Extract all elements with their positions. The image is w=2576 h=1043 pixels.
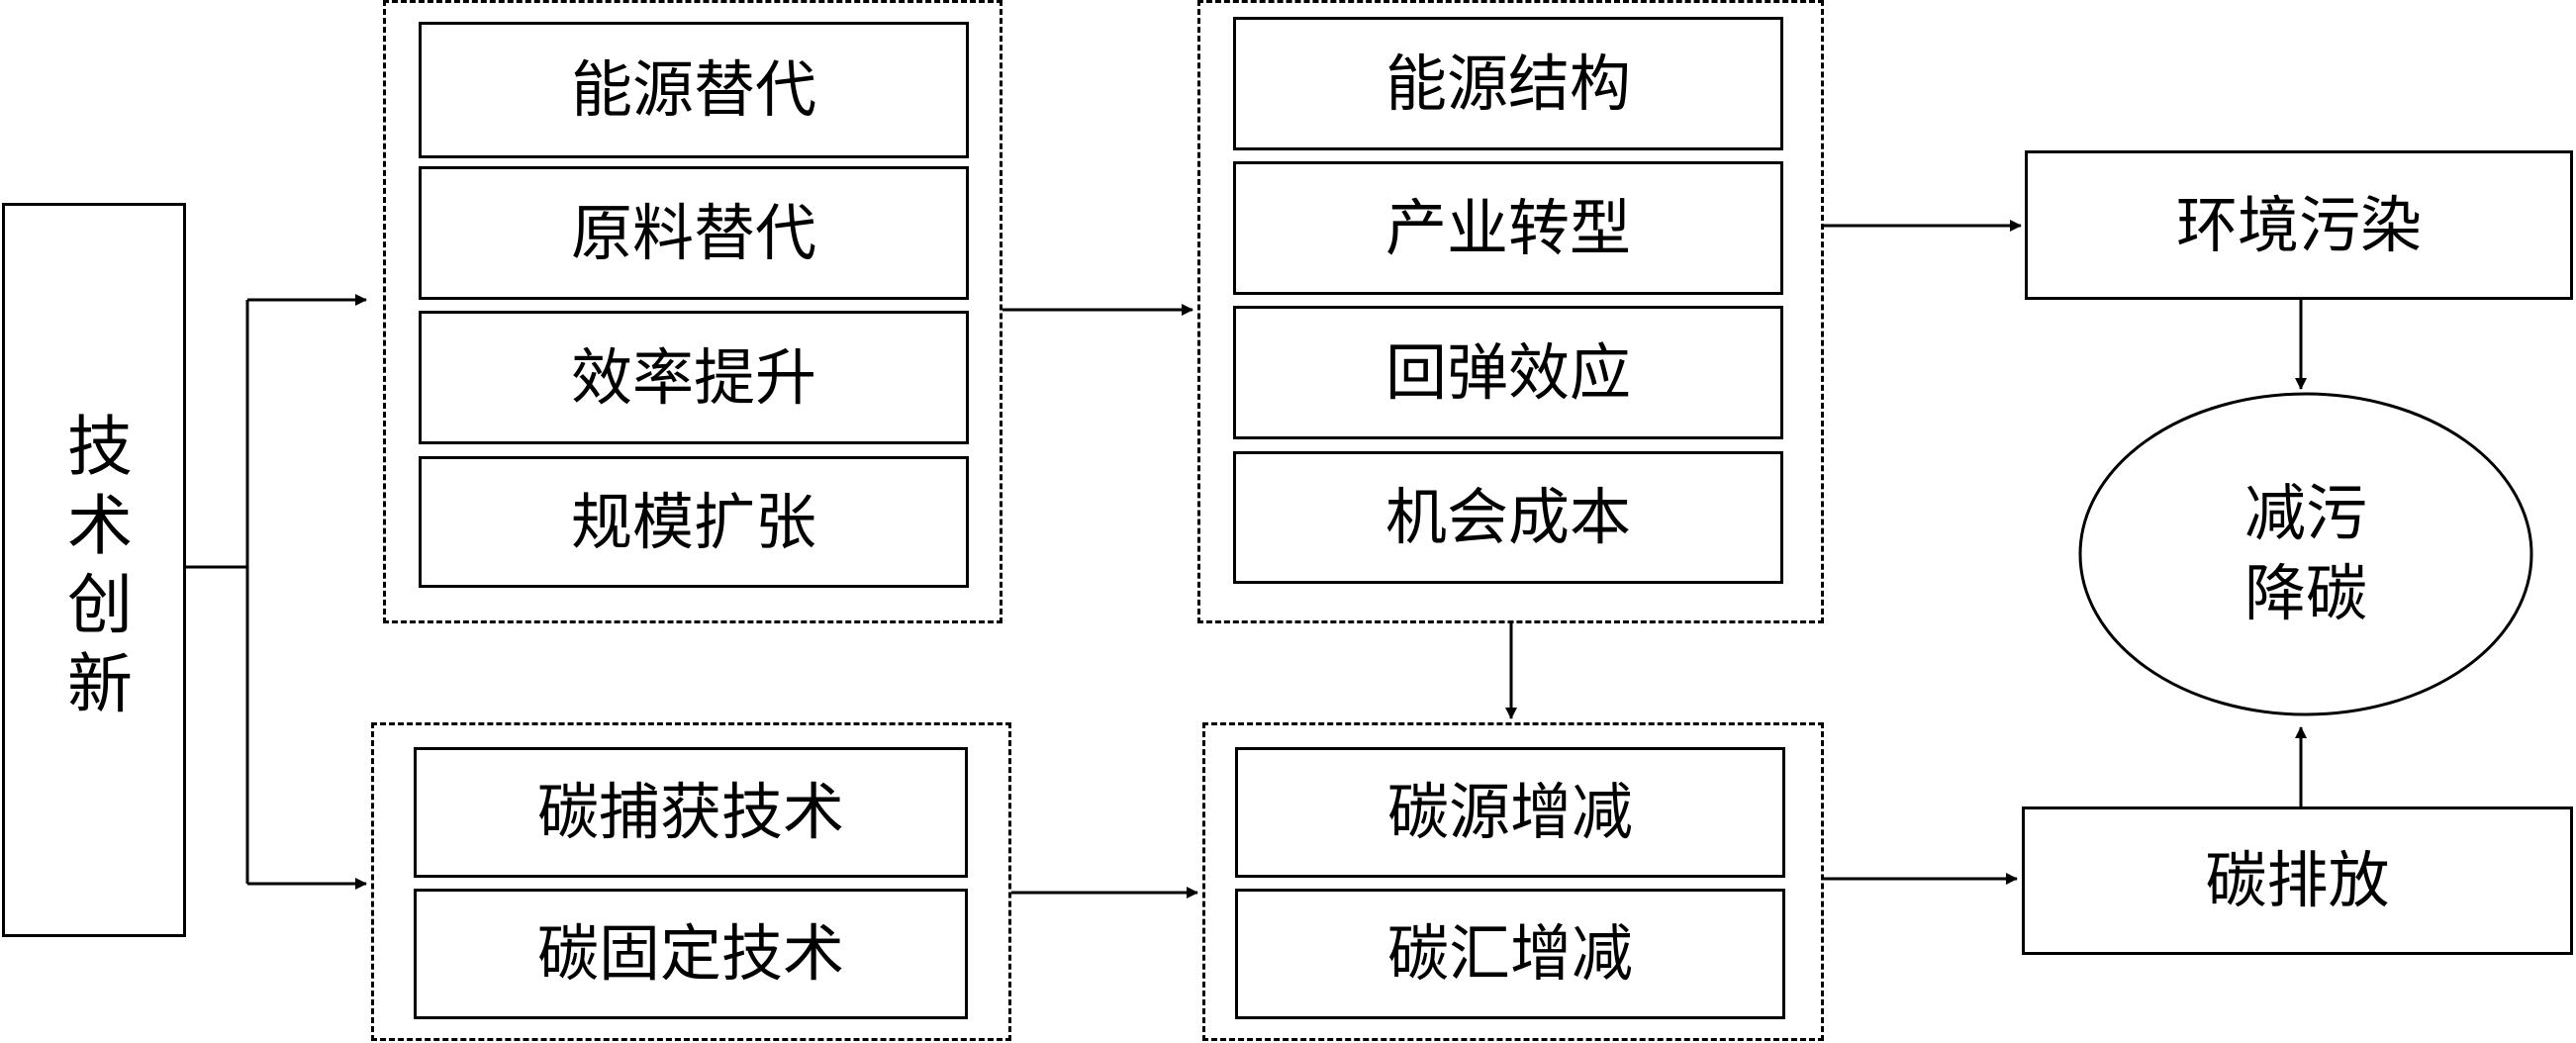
source-box: 技术创新 <box>2 203 186 937</box>
mechanism-item: 原料替代 <box>419 166 969 300</box>
carbon-change-group <box>1202 722 1824 1041</box>
pollution-label: 环境污染 <box>2175 188 2422 261</box>
mechanism-label: 能源替代 <box>570 53 816 126</box>
source-branch-connector <box>186 300 249 884</box>
mechanism-item: 规模扩张 <box>419 456 969 588</box>
channel-item: 回弹效应 <box>1233 306 1783 439</box>
mechanism-label: 原料替代 <box>570 196 816 269</box>
carbon-change-item: 碳源增减 <box>1235 747 1785 878</box>
channel-label: 回弹效应 <box>1384 335 1631 409</box>
mechanism-item: 效率提升 <box>419 311 969 444</box>
carbon-tech-item: 碳捕获技术 <box>414 747 968 878</box>
channel-label: 能源结构 <box>1384 47 1631 120</box>
carbon-tech-item: 碳固定技术 <box>414 889 968 1019</box>
channel-item: 产业转型 <box>1233 161 1783 295</box>
goal-ellipse <box>2078 392 2533 716</box>
carbon-change-label: 碳汇增减 <box>1386 917 1633 990</box>
emission-label: 碳排放 <box>2205 844 2390 916</box>
pollution-box: 环境污染 <box>2025 150 2573 300</box>
emission-box: 碳排放 <box>2022 806 2573 955</box>
mechanism-label: 规模扩张 <box>570 485 816 558</box>
channel-label: 机会成本 <box>1384 481 1631 553</box>
carbon-tech-label: 碳固定技术 <box>536 917 844 990</box>
carbon-change-item: 碳汇增减 <box>1235 889 1785 1019</box>
goal-label: 减污 降碳 <box>2080 394 2531 714</box>
source-label: 技术创新 <box>56 412 133 728</box>
carbon-tech-group <box>371 722 1011 1041</box>
mechanisms-group <box>383 0 1002 623</box>
channel-item: 机会成本 <box>1233 451 1783 584</box>
mechanism-item: 能源替代 <box>419 22 969 158</box>
mechanism-label: 效率提升 <box>570 340 816 414</box>
goal-label-line2: 降碳 <box>2243 557 2367 629</box>
carbon-change-label: 碳源增减 <box>1386 776 1633 848</box>
channels-group <box>1197 0 1824 623</box>
channel-item: 能源结构 <box>1233 17 1783 150</box>
goal-label-line1: 减污 <box>2243 477 2367 550</box>
channel-label: 产业转型 <box>1384 191 1631 264</box>
carbon-tech-label: 碳捕获技术 <box>536 776 844 848</box>
